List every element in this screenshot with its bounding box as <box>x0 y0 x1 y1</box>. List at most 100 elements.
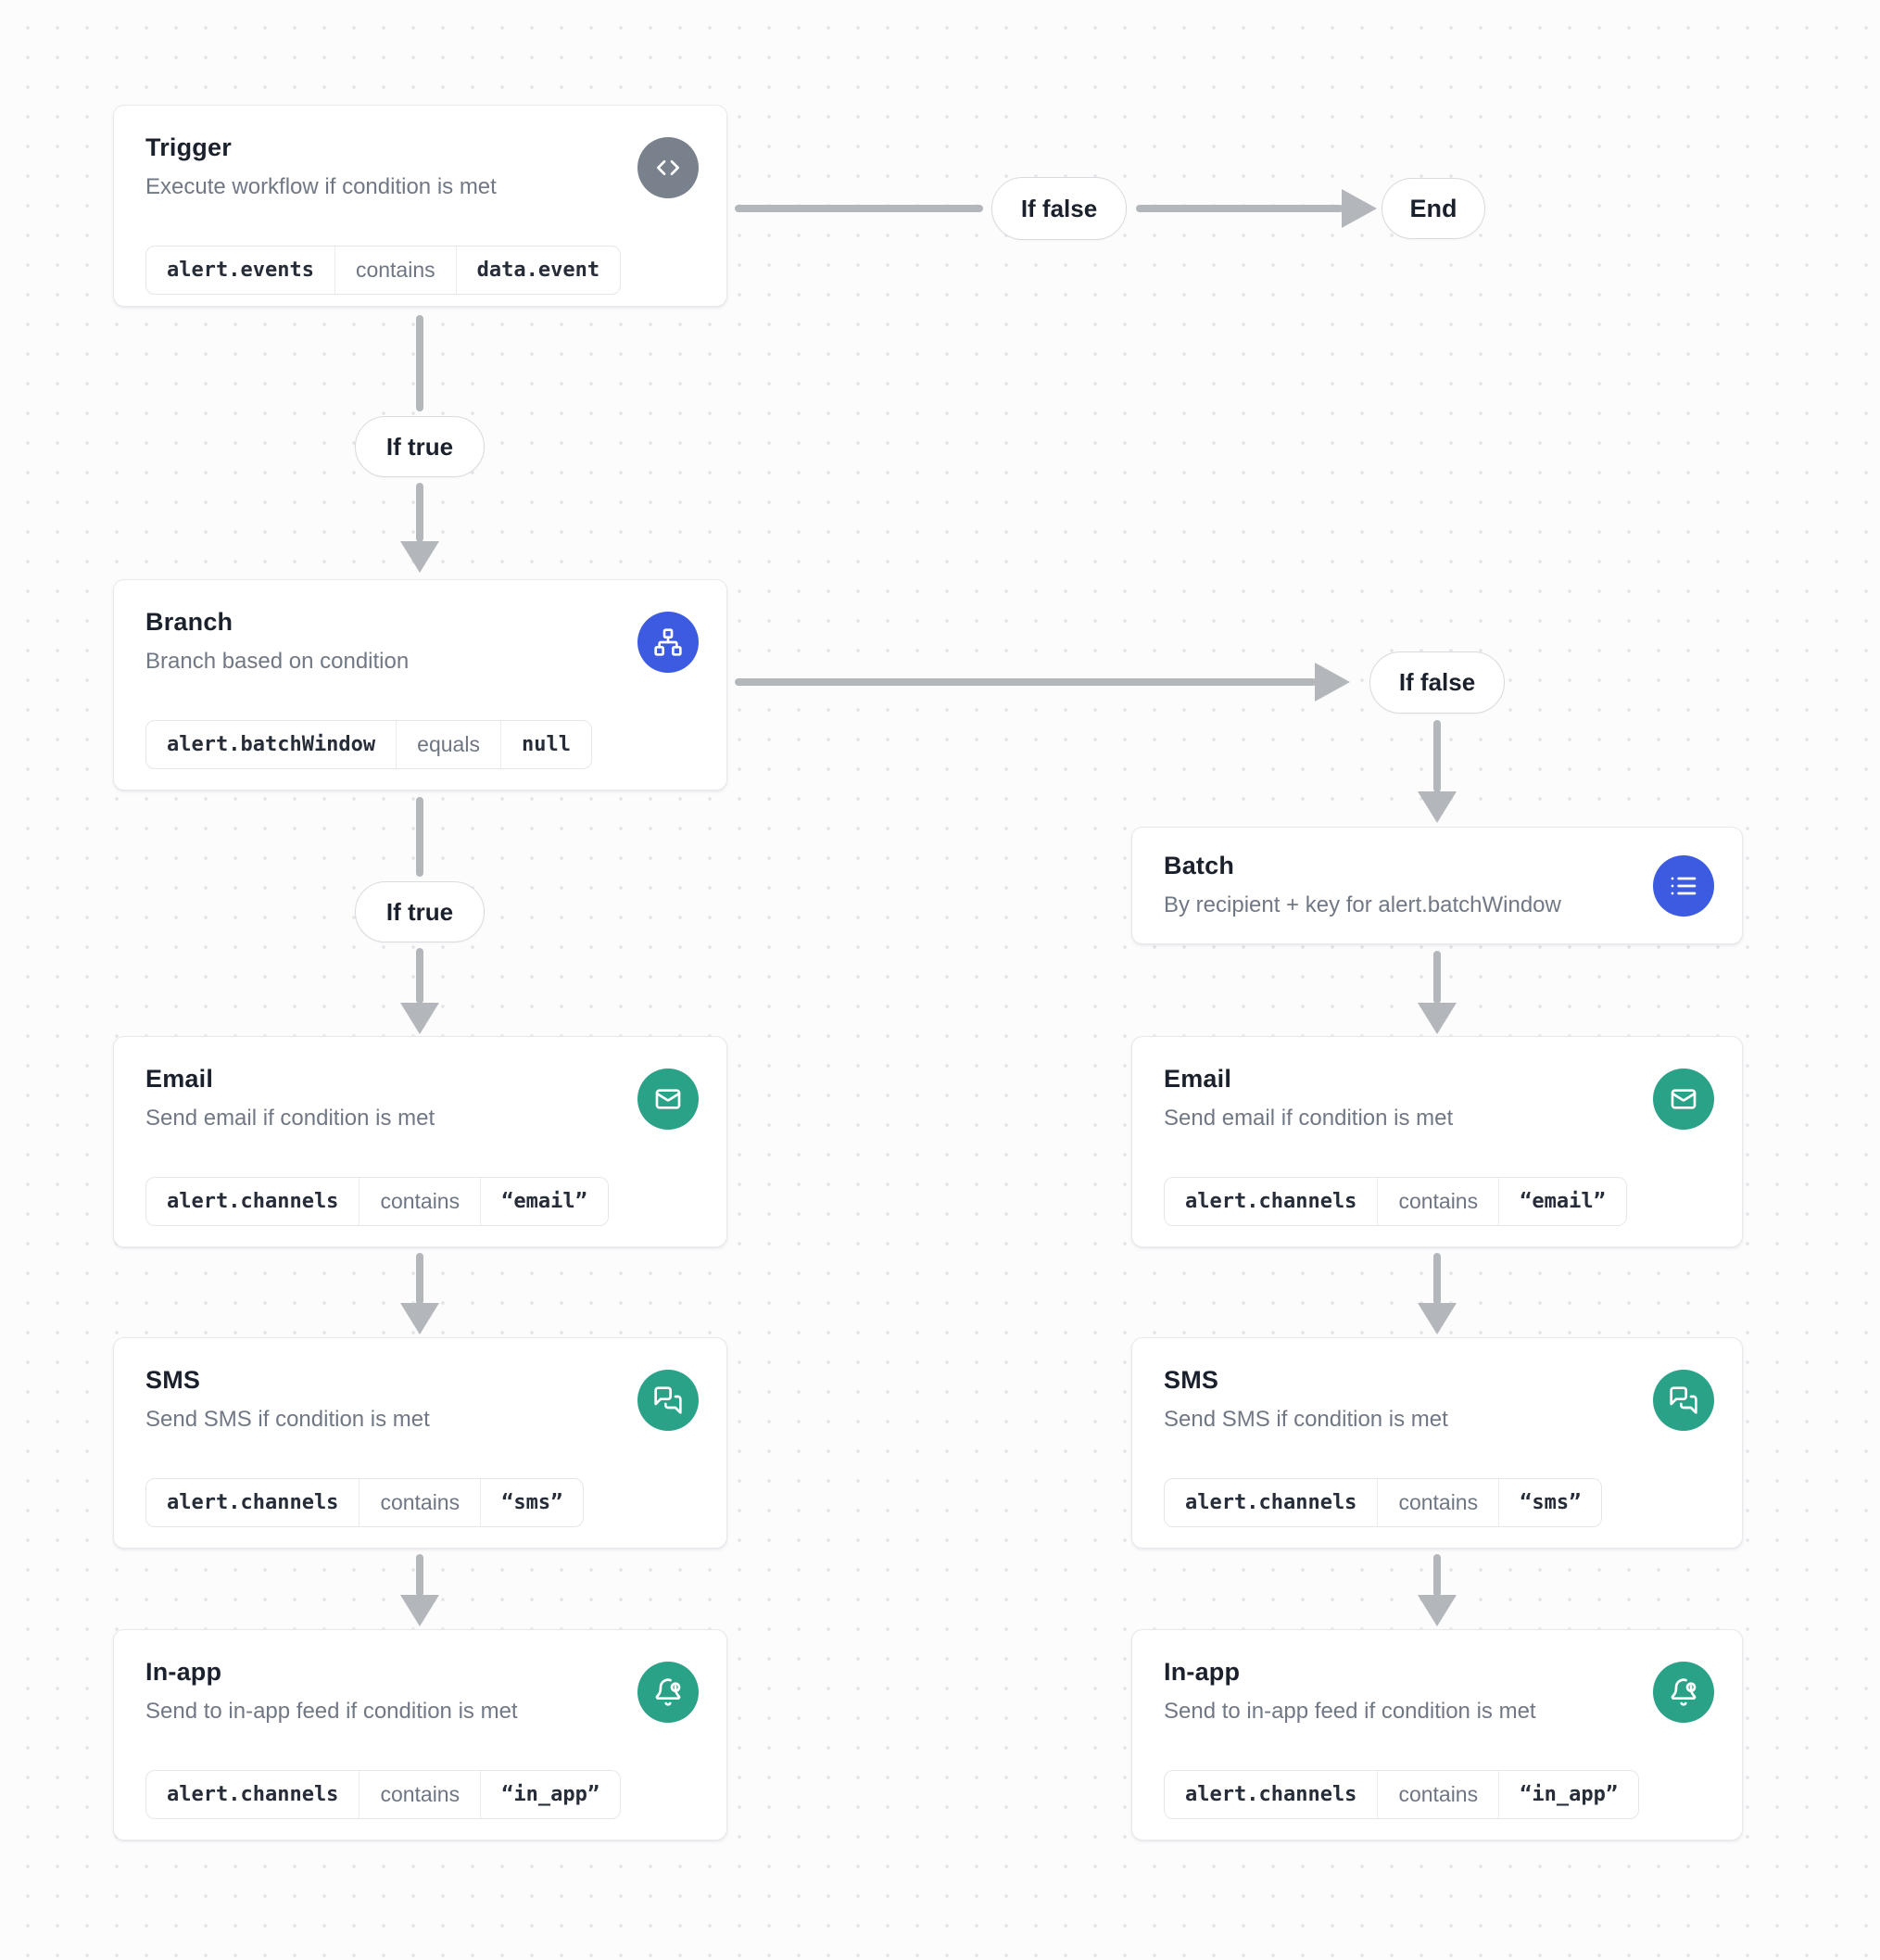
connector-batch-email <box>1433 951 1441 1004</box>
edge-label-if-false: If false <box>1369 651 1505 714</box>
edge-label-text: If false <box>1020 194 1098 222</box>
edge-label-if-true: If true <box>355 416 485 477</box>
condition-chip: alert.channels contains “email” <box>1164 1177 1627 1226</box>
node-trigger[interactable]: Trigger Execute workflow if condition is… <box>113 105 727 307</box>
node-subtitle: Send SMS if condition is met <box>145 1407 430 1432</box>
mail-icon <box>637 1069 699 1130</box>
node-inapp-right[interactable]: In-app Send to in-app feed if condition … <box>1131 1629 1743 1840</box>
connector-iffalse-end <box>1136 205 1344 212</box>
node-subtitle: By recipient + key for alert.batchWindow <box>1164 892 1561 917</box>
node-sms-right[interactable]: SMS Send SMS if condition is met alert.c… <box>1131 1337 1743 1549</box>
end-node: End <box>1382 178 1485 239</box>
mail-icon <box>1653 1069 1714 1130</box>
node-branch[interactable]: Branch Branch based on condition alert.b… <box>113 579 727 790</box>
condition-field: alert.channels <box>167 1491 339 1514</box>
condition-chip: alert.batchWindow equals null <box>145 720 592 769</box>
node-title: SMS <box>1164 1366 1219 1394</box>
condition-field: alert.batchWindow <box>167 733 376 756</box>
condition-field: alert.channels <box>167 1190 339 1213</box>
condition-operator: contains <box>334 247 456 294</box>
node-inapp-left[interactable]: In-app Send to in-app feed if condition … <box>113 1629 727 1840</box>
arrowhead-down-icon <box>1418 1003 1457 1034</box>
node-subtitle: Send email if condition is met <box>1164 1106 1454 1131</box>
edge-label-text: If true <box>385 897 454 926</box>
condition-field: alert.events <box>167 259 314 282</box>
code-icon <box>637 137 699 198</box>
condition-field: alert.channels <box>1185 1190 1357 1213</box>
condition-value: null <box>499 721 591 768</box>
connector-trigger-iffalse <box>735 205 983 212</box>
condition-value: “sms” <box>480 1479 583 1526</box>
arrowhead-down-icon <box>400 1003 439 1034</box>
condition-chip: alert.channels contains “in_app” <box>145 1770 622 1819</box>
node-subtitle: Branch based on condition <box>145 649 410 674</box>
node-subtitle: Send to in-app feed if condition is met <box>145 1699 518 1724</box>
node-title: Email <box>145 1065 214 1093</box>
sitemap-icon <box>637 612 699 673</box>
node-sms-left[interactable]: SMS Send SMS if condition is met alert.c… <box>113 1337 727 1549</box>
condition-operator: contains <box>1377 1771 1498 1818</box>
connector-email-sms-left <box>416 1253 423 1305</box>
connector-iftrue2-email <box>416 948 423 1004</box>
list-icon <box>1653 855 1714 917</box>
connector-iftrue-branch <box>416 483 423 542</box>
connector-sms-inapp-left <box>416 1554 423 1597</box>
condition-operator: contains <box>1377 1178 1498 1225</box>
arrowhead-down-icon <box>1418 791 1457 823</box>
connector-sms-inapp-right <box>1433 1554 1441 1597</box>
node-title: Branch <box>145 608 233 636</box>
node-title: In-app <box>145 1658 222 1686</box>
bell-dot-icon <box>637 1662 699 1723</box>
node-subtitle: Send to in-app feed if condition is met <box>1164 1699 1536 1724</box>
connector-trigger-iftrue <box>416 315 423 411</box>
condition-chip: alert.channels contains “in_app” <box>1164 1770 1640 1819</box>
condition-value: “in_app” <box>1498 1771 1638 1818</box>
condition-operator: contains <box>359 1771 480 1818</box>
edge-label-text: If false <box>1398 668 1476 696</box>
connector-branch-iftrue2 <box>416 797 423 877</box>
condition-field: alert.channels <box>167 1783 339 1806</box>
node-title: Batch <box>1164 852 1235 879</box>
arrowhead-down-icon <box>400 1303 439 1334</box>
connector-email-sms-right <box>1433 1253 1441 1305</box>
node-subtitle: Send SMS if condition is met <box>1164 1407 1448 1432</box>
end-label: End <box>1409 194 1457 222</box>
chat-bubbles-icon <box>1653 1370 1714 1431</box>
arrowhead-right-icon <box>1342 189 1377 228</box>
connector-iffalse2-batch <box>1433 720 1441 792</box>
connector-branch-iffalse2 <box>735 678 1317 686</box>
condition-value: “email” <box>480 1178 608 1225</box>
node-subtitle: Execute workflow if condition is met <box>145 174 497 199</box>
node-title: Email <box>1164 1065 1232 1093</box>
condition-chip: alert.channels contains “sms” <box>1164 1478 1603 1527</box>
node-title: SMS <box>145 1366 201 1394</box>
arrowhead-down-icon <box>1418 1595 1457 1626</box>
arrowhead-right-icon <box>1315 663 1350 702</box>
edge-label-if-true: If true <box>355 881 485 942</box>
condition-field: alert.channels <box>1185 1491 1357 1514</box>
condition-operator: equals <box>396 721 500 768</box>
node-email-right[interactable]: Email Send email if condition is met ale… <box>1131 1036 1743 1247</box>
node-email-left[interactable]: Email Send email if condition is met ale… <box>113 1036 727 1247</box>
condition-operator: contains <box>359 1178 480 1225</box>
arrowhead-down-icon <box>1418 1303 1457 1334</box>
condition-operator: contains <box>1377 1479 1498 1526</box>
condition-operator: contains <box>359 1479 480 1526</box>
condition-field: alert.channels <box>1185 1783 1357 1806</box>
arrowhead-down-icon <box>400 1595 439 1626</box>
condition-chip: alert.channels contains “sms” <box>145 1478 585 1527</box>
bell-dot-icon <box>1653 1662 1714 1723</box>
condition-chip: alert.channels contains “email” <box>145 1177 609 1226</box>
condition-chip: alert.events contains data.event <box>145 246 622 295</box>
condition-value: “email” <box>1498 1178 1626 1225</box>
condition-value: “sms” <box>1498 1479 1601 1526</box>
node-batch[interactable]: Batch By recipient + key for alert.batch… <box>1131 827 1743 944</box>
node-title: In-app <box>1164 1658 1241 1686</box>
node-subtitle: Send email if condition is met <box>145 1106 435 1131</box>
chat-bubbles-icon <box>637 1370 699 1431</box>
node-title: Trigger <box>145 133 232 161</box>
edge-label-if-false: If false <box>991 177 1127 240</box>
edge-label-text: If true <box>385 432 454 461</box>
condition-value: data.event <box>455 247 620 294</box>
